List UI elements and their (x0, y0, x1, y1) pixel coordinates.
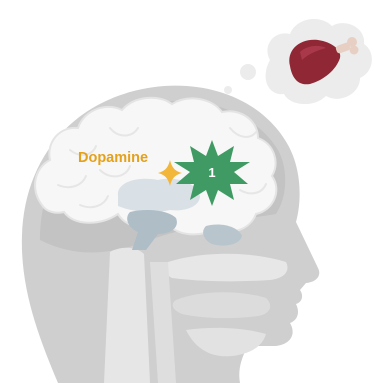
spinal-column (104, 248, 150, 383)
drumstick-bone-knob (350, 46, 359, 55)
thought-bubble (224, 19, 372, 104)
dopamine-label: Dopamine (78, 150, 148, 166)
drumstick-bone-knob (347, 37, 357, 47)
region-number: 1 (208, 165, 215, 180)
thought-dot-medium (240, 64, 256, 80)
thought-dot-small (224, 86, 232, 94)
